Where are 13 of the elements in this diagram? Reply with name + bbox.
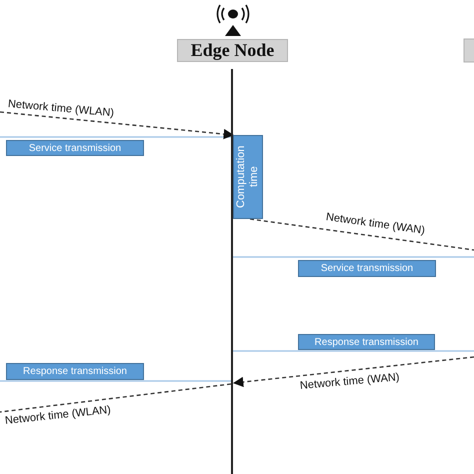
process-bar: Service transmission — [298, 260, 436, 277]
process-bar: Response transmission — [6, 363, 144, 380]
edge-label: Network time (WLAN) — [7, 98, 114, 120]
edge-label: Network time (WLAN) — [4, 404, 112, 427]
header-box: Edge Node — [177, 39, 288, 62]
process-bar: Service transmission — [6, 140, 144, 156]
process-bar: Computation time — [233, 135, 263, 219]
edge-label: Network time (WAN) — [325, 211, 426, 237]
process-bar: Response transmission — [298, 334, 435, 350]
edge-label: Network time (WAN) — [299, 371, 400, 392]
arrow — [0, 111, 234, 140]
arrow — [232, 356, 474, 388]
lifeline — [231, 69, 233, 474]
